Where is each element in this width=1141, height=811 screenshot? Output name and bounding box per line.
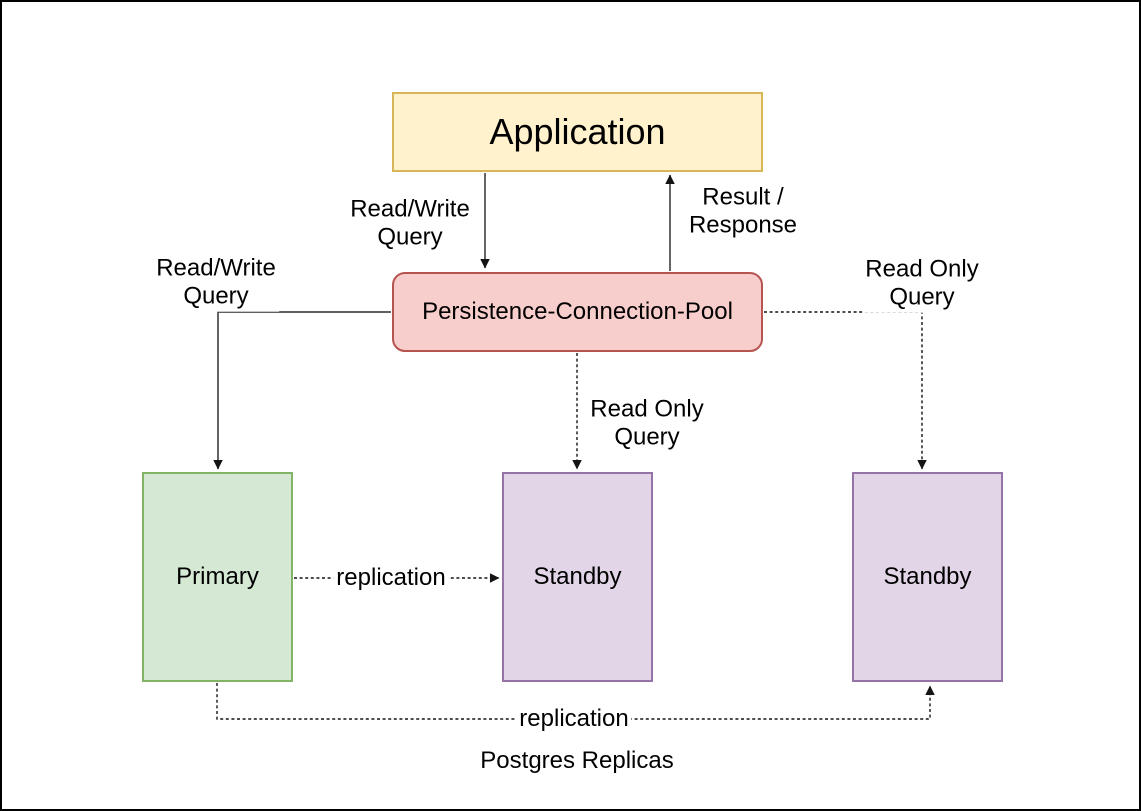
edge-label-replication-bottom: replication	[516, 704, 632, 734]
edge-label-result-response: Result / Response	[685, 183, 801, 241]
node-pool-label: Persistence-Connection-Pool	[422, 298, 733, 325]
arrow-pool-to-standby2	[764, 311, 927, 470]
edge-label-read-only-query-middle: Read Only Query	[587, 395, 707, 453]
edge-label-read-write-query-top: Read/Write Query	[347, 195, 473, 253]
node-application-label: Application	[489, 111, 666, 152]
node-persistence-connection-pool: Persistence-Connection-Pool	[392, 272, 763, 352]
edge-label-replication-middle: replication	[333, 563, 449, 593]
node-standby1-label: Standby	[533, 563, 622, 590]
node-standby2-label: Standby	[883, 563, 972, 590]
node-standby-2: Standby	[852, 472, 1003, 682]
diagram-caption: Postgres Replicas	[480, 747, 674, 774]
edge-label-read-write-query-left: Read/Write Query	[153, 254, 279, 312]
node-primary: Primary	[142, 472, 293, 682]
node-primary-label: Primary	[176, 563, 259, 590]
node-application: Application	[392, 92, 763, 172]
edge-label-read-only-query-right: Read Only Query	[862, 255, 982, 313]
arrow-pool-to-primary	[213, 311, 391, 470]
node-standby-1: Standby	[502, 472, 653, 682]
